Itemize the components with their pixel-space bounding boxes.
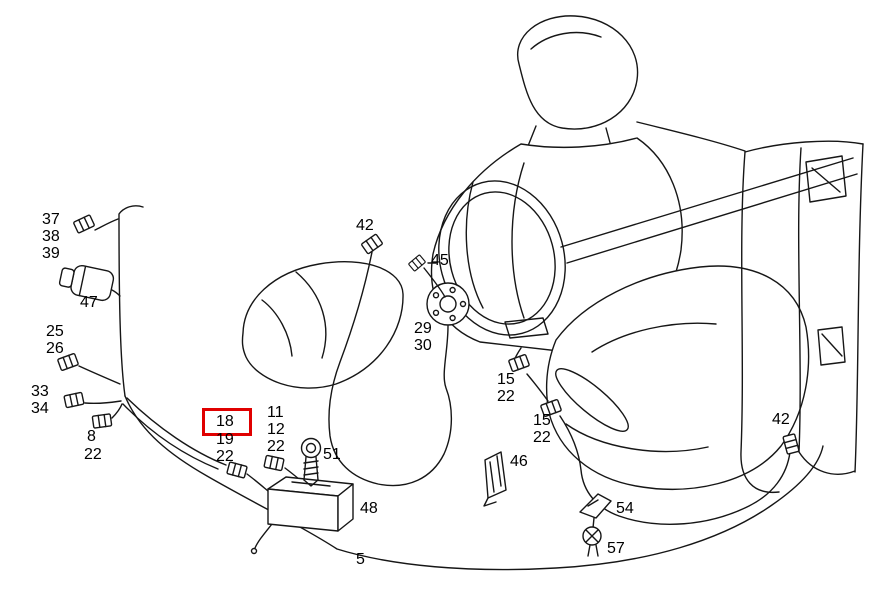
bracket-46	[483, 451, 507, 507]
connector-33-34	[63, 391, 85, 409]
part-label-42b: 42	[772, 411, 790, 428]
clamp-54	[579, 493, 612, 519]
part-label-22b: 22	[216, 448, 234, 465]
part-label-25: 25	[46, 323, 64, 340]
connector-42-top	[360, 233, 384, 255]
floor-outline	[118, 205, 824, 571]
part-label-19: 19	[216, 431, 234, 448]
part-label-8: 8	[87, 428, 96, 445]
recline-lever	[555, 368, 629, 432]
part-label-5: 5	[356, 551, 365, 568]
part-label-57: 57	[607, 540, 625, 557]
dash-trim	[504, 317, 549, 339]
seat-belt	[560, 121, 858, 264]
connector-15-22-a	[507, 353, 531, 373]
part-label-39: 39	[42, 245, 60, 262]
part-label-18: 18	[216, 413, 234, 430]
wiring-harness	[78, 218, 791, 555]
part-label-12: 12	[267, 421, 285, 438]
part-label-51: 51	[323, 446, 341, 463]
part-label-22c: 22	[267, 438, 285, 455]
part-label-38: 38	[42, 228, 60, 245]
seat-cushion-left	[241, 261, 404, 389]
part-label-34: 34	[31, 400, 49, 417]
part-label-22d: 22	[497, 388, 515, 405]
part-label-48: 48	[360, 500, 378, 517]
part-label-15a: 15	[497, 371, 515, 388]
part-label-11: 11	[267, 404, 284, 421]
part-label-33: 33	[31, 383, 49, 400]
part-label-29: 29	[414, 320, 432, 337]
part-label-42a: 42	[356, 217, 374, 234]
seat-cushion-right	[545, 265, 810, 490]
part-label-46: 46	[510, 453, 528, 470]
screw-51	[300, 437, 322, 487]
connector-42-right	[782, 433, 800, 455]
part-label-47: 47	[80, 294, 98, 311]
part-label-22a: 22	[84, 446, 102, 463]
connector-45	[407, 254, 427, 272]
connector-11-12-22	[263, 454, 285, 472]
headrest	[517, 15, 639, 151]
part-label-54: 54	[616, 500, 634, 517]
relay-box-48	[267, 476, 354, 532]
screw-57	[582, 526, 602, 557]
component-47	[58, 264, 115, 302]
part-label-22e: 22	[533, 429, 551, 446]
part-label-45: 45	[431, 252, 449, 269]
steering-hub	[426, 282, 470, 326]
steering-wheel	[438, 180, 566, 336]
highlight-box	[202, 408, 252, 436]
part-label-26: 26	[46, 340, 64, 357]
part-label-15b: 15	[533, 412, 551, 429]
connector-8-22	[91, 413, 113, 429]
part-label-37: 37	[42, 211, 60, 228]
connector-37-38-39	[72, 214, 96, 234]
part-label-30: 30	[414, 337, 432, 354]
